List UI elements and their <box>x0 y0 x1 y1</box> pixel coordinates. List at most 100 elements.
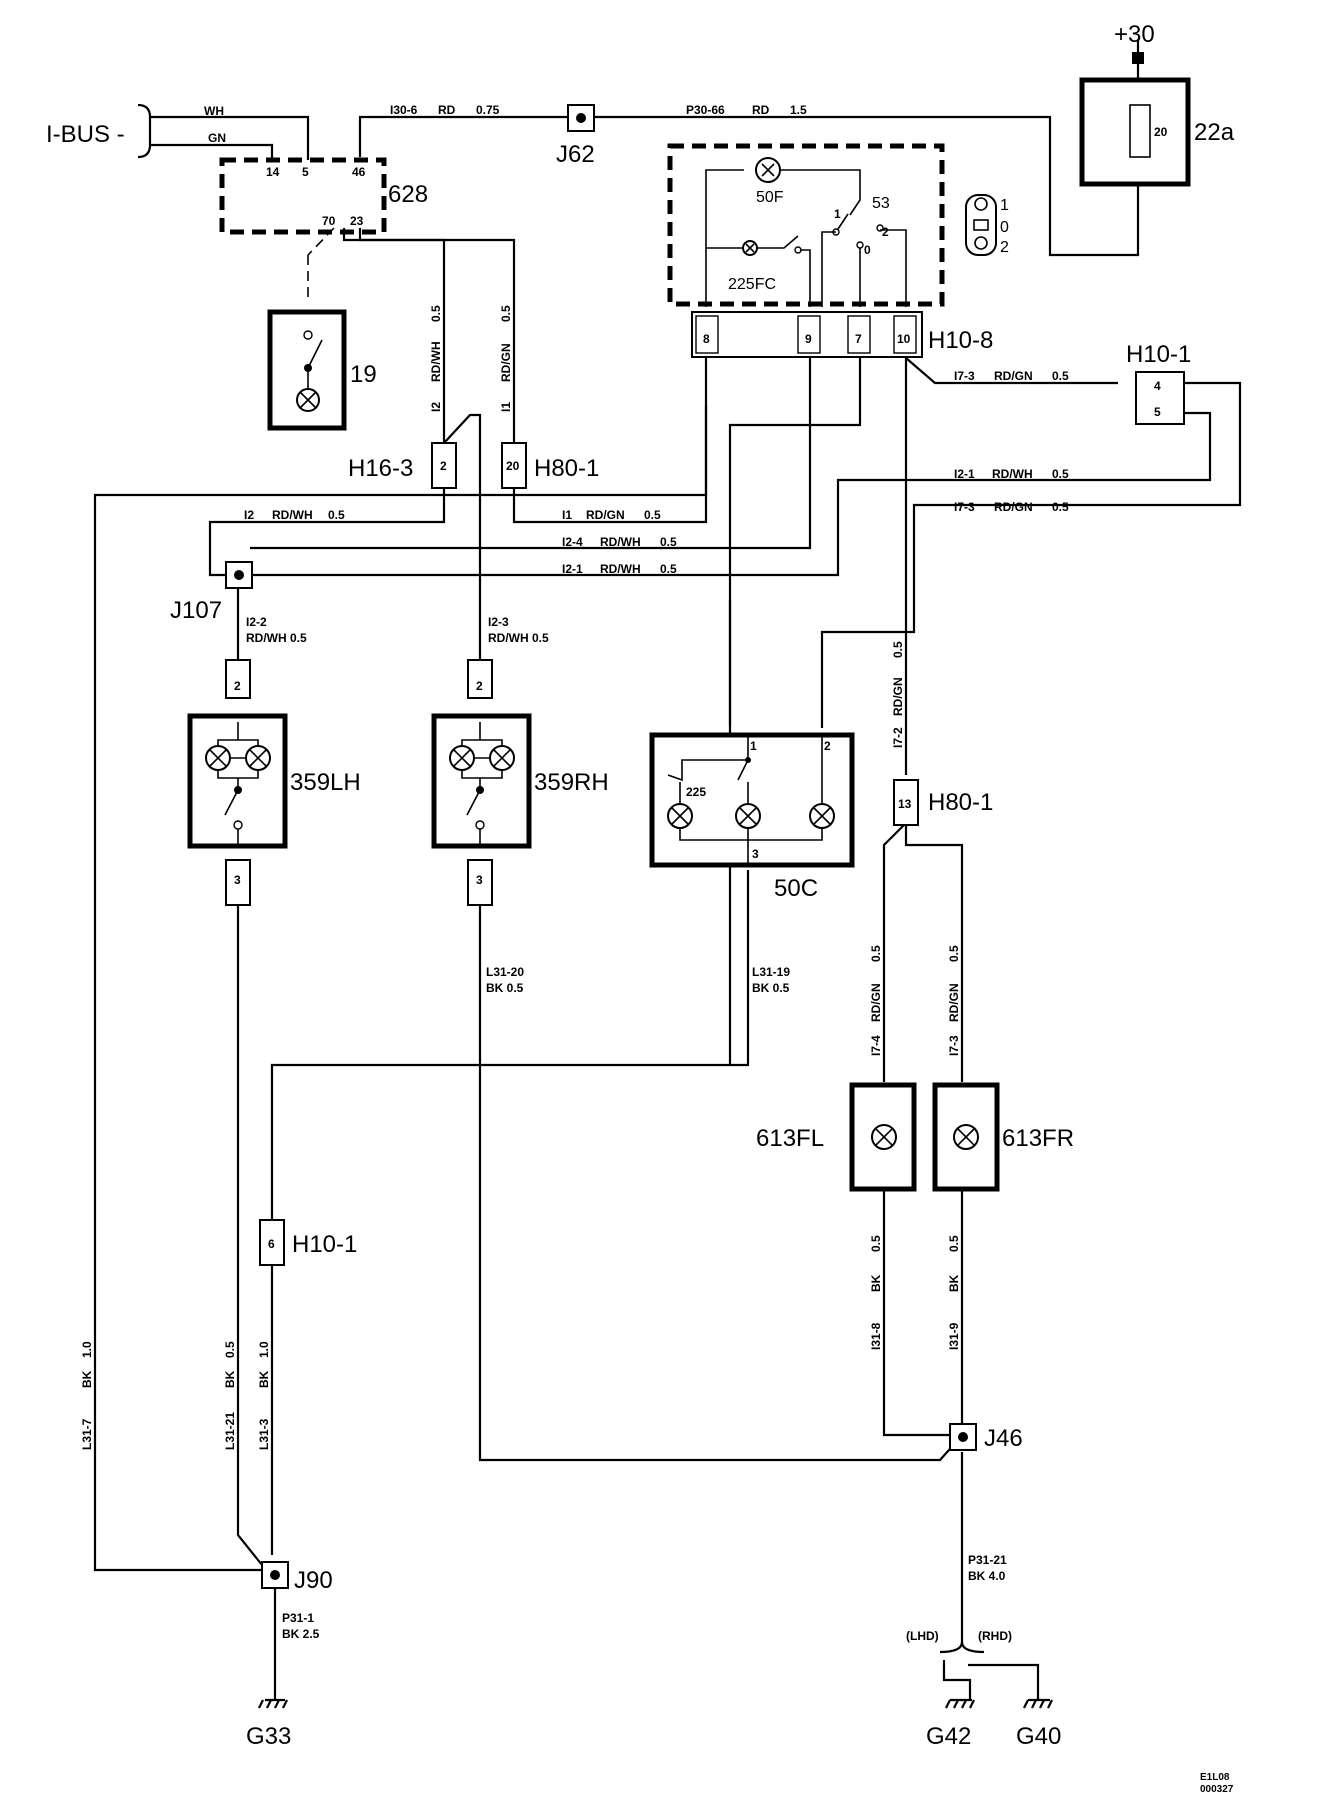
wire-i2-4-color: RD/WH <box>600 535 641 549</box>
wire-l31-21-color: BK <box>223 1370 237 1388</box>
wire-i2-h-color: RD/WH <box>272 508 313 522</box>
h10-8-label: H10-8 <box>928 327 993 354</box>
ibus-label: I-BUS - <box>46 121 125 148</box>
wire-l31-20: L31-20 <box>486 965 524 979</box>
h10-8-pin7: 7 <box>855 332 862 346</box>
wire-labels: I30-6 RD 0.75 P30-66 RD 1.5 I7-3 RD/GN 0… <box>244 103 1069 1641</box>
h10-1b-label: H10-1 <box>292 1231 357 1258</box>
wire-l31-7-gauge: 1.0 <box>80 1341 94 1358</box>
wire-i7-3a: I7-3 <box>954 369 975 383</box>
wire-i31-8-gauge: 0.5 <box>869 1235 883 1252</box>
wire-i7-4-gauge: 0.5 <box>869 945 883 962</box>
wire-i31-8-color: BK <box>869 1274 883 1292</box>
switch-53-box <box>667 143 945 307</box>
j107-label: J107 <box>170 597 222 624</box>
sw-0: 0 <box>864 243 871 257</box>
wire-i2-1b-gauge: 0.5 <box>660 562 677 576</box>
wire-i30-6-gauge: 0.75 <box>476 103 500 117</box>
m628-pin23: 23 <box>350 214 364 228</box>
wire-i1-v-color: RD/GN <box>499 343 513 382</box>
fuse-number: 20 <box>1154 125 1168 139</box>
c50c-pin2: 2 <box>824 739 831 753</box>
c50c-pin3: 3 <box>752 847 759 861</box>
wire-i7-3c-color: RD/GN <box>947 983 961 1022</box>
wire-l31-7: L31-7 <box>80 1418 94 1450</box>
lamp-50c-box <box>649 732 855 868</box>
component-shapes <box>187 52 1191 1709</box>
h10-1b-pin: 6 <box>268 1237 275 1251</box>
c50c-225: 225 <box>686 785 706 799</box>
h16-3-label: H16-3 <box>348 455 413 482</box>
h80-1a-label: H80-1 <box>534 455 599 482</box>
sw-2: 2 <box>882 225 889 239</box>
wire-i2-3-cg: RD/WH 0.5 <box>488 631 549 645</box>
wire-l31-21-gauge: 0.5 <box>223 1341 237 1358</box>
lh-pin2: 2 <box>234 679 241 693</box>
wire-i7-3b-color: RD/GN <box>994 500 1033 514</box>
wire-i7-2-gauge: 0.5 <box>891 641 905 658</box>
module-628-box <box>219 157 387 235</box>
h80-1b-pin: 13 <box>898 797 912 811</box>
c50c-label: 50C <box>774 875 818 902</box>
wire-i2-4-gauge: 0.5 <box>660 535 677 549</box>
wire-l31-3: L31-3 <box>257 1418 271 1450</box>
rhd-label: (RHD) <box>978 1629 1012 1643</box>
lh-pin3: 3 <box>234 873 241 887</box>
j62-label: J62 <box>556 141 595 168</box>
j46-label: J46 <box>984 1425 1023 1452</box>
wire-i2-4: I2-4 <box>562 535 583 549</box>
wire-i2-2: I2-2 <box>246 615 267 629</box>
sw-1: 1 <box>834 207 841 221</box>
vertical-wire-labels: I2 RD/WH 0.5 I1 RD/GN 0.5 I7-2 RD/GN 0.5… <box>80 305 961 1450</box>
rh-pin2: 2 <box>476 679 483 693</box>
ibus-gn: GN <box>208 131 226 145</box>
fr-label: 613FR <box>1002 1125 1074 1152</box>
m628-pin70: 70 <box>322 214 336 228</box>
wire-i2-1a-color: RD/WH <box>992 467 1033 481</box>
wire-l31-3-color: BK <box>257 1370 271 1388</box>
wire-l31-21: L31-21 <box>223 1412 237 1450</box>
wire-p30-66: P30-66 <box>686 103 725 117</box>
wire-i2-v: I2 <box>429 402 443 412</box>
wire-i30-6-color: RD <box>438 103 456 117</box>
ibus-wh: WH <box>204 104 224 118</box>
battery-label: +30 <box>1114 21 1155 48</box>
wire-p30-66-gauge: 1.5 <box>790 103 807 117</box>
wire-i2-1a-gauge: 0.5 <box>1052 467 1069 481</box>
c50f-label: 50F <box>756 189 784 206</box>
wire-l31-19-cg: BK 0.5 <box>752 981 790 995</box>
m628-pin46: 46 <box>352 165 366 179</box>
wire-l31-19: L31-19 <box>752 965 790 979</box>
wire-i1-v: I1 <box>499 402 513 412</box>
j90-label: J90 <box>294 1567 333 1594</box>
wire-i2-v-color: RD/WH <box>429 341 443 382</box>
g33-label: G33 <box>246 1723 291 1750</box>
wire-l31-7-color: BK <box>80 1370 94 1388</box>
wire-p31-1-cg: BK 2.5 <box>282 1627 320 1641</box>
fl-label: 613FL <box>756 1125 824 1152</box>
wire-i31-9-gauge: 0.5 <box>947 1235 961 1252</box>
wire-i7-3a-color: RD/GN <box>994 369 1033 383</box>
wire-l31-3-gauge: 1.0 <box>257 1341 271 1358</box>
wire-i31-8: I31-8 <box>869 1322 883 1350</box>
wire-i7-3b: I7-3 <box>954 500 975 514</box>
fuse-22a-box <box>1079 77 1191 187</box>
wire-i7-4-color: RD/GN <box>869 983 883 1022</box>
wire-i2-1b: I2-1 <box>562 562 583 576</box>
wire-p31-21-cg: BK 4.0 <box>968 1569 1006 1583</box>
wire-l31-20-cg: BK 0.5 <box>486 981 524 995</box>
legend-2: 2 <box>1000 239 1009 256</box>
h10-8-pin9: 9 <box>805 332 812 346</box>
wire-i31-9-color: BK <box>947 1274 961 1292</box>
h80-1a-pin: 20 <box>506 459 520 473</box>
wire-i7-3b-gauge: 0.5 <box>1052 500 1069 514</box>
wire-p31-21: P31-21 <box>968 1553 1007 1567</box>
ref-code-1: E1L08 <box>1200 1772 1230 1783</box>
wire-i1-h-color: RD/GN <box>586 508 625 522</box>
m628-id: 628 <box>388 181 428 208</box>
rh-label: 359RH <box>534 769 609 796</box>
wire-i2-2-cg: RD/WH 0.5 <box>246 631 307 645</box>
wire-i7-2: I7-2 <box>891 727 905 748</box>
legend-0: 0 <box>1000 219 1009 236</box>
